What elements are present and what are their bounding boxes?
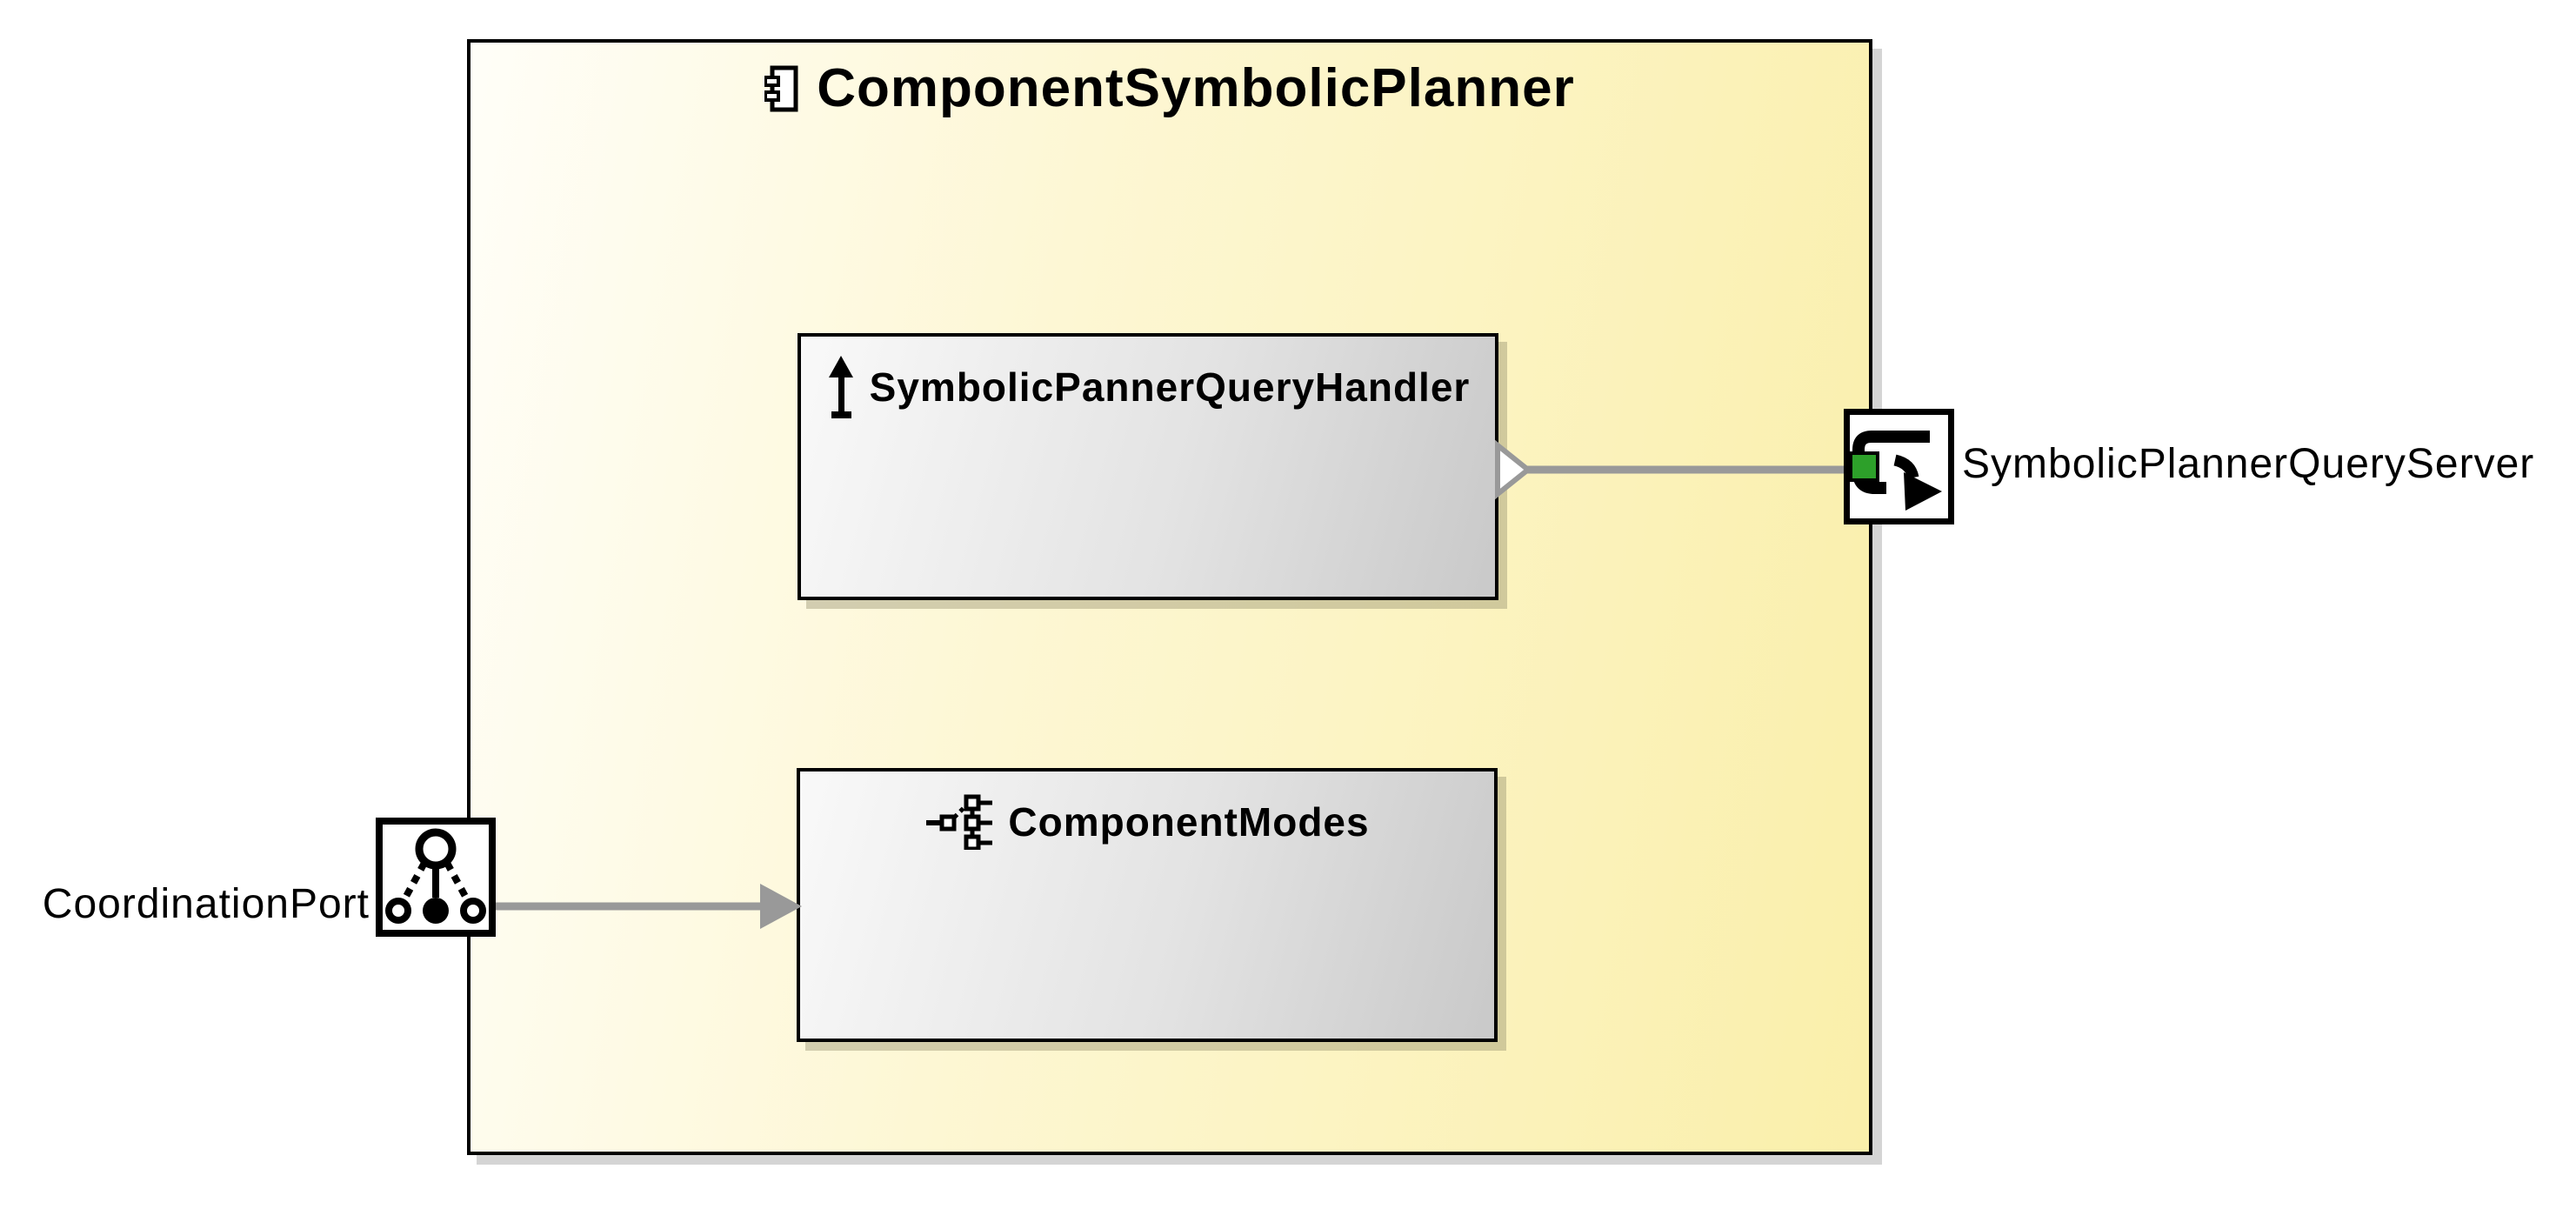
component-title: ComponentSymbolicPlanner — [817, 58, 1575, 118]
connector-provided-service[interactable] — [1495, 439, 1845, 500]
inner-component-query-handler[interactable]: SymbolicPannerQueryHandler — [797, 333, 1498, 600]
green-provided-marker — [1850, 451, 1879, 482]
solid-triangle-arrowhead — [760, 884, 802, 929]
hollow-triangle-arrowhead — [1495, 439, 1532, 500]
component-title-row: ComponentSymbolicPlanner — [467, 57, 1872, 119]
modes-header: ComponentModes — [800, 794, 1494, 850]
inner-component-label: ComponentModes — [1008, 799, 1370, 845]
connector-coordination[interactable] — [496, 884, 802, 929]
modes-tree-icon — [926, 794, 993, 850]
up-arrow-icon — [828, 356, 853, 418]
inner-component-modes[interactable]: ComponentModes — [797, 768, 1498, 1042]
port-label-query-server: SymbolicPlannerQueryServer — [1962, 441, 2535, 487]
uml-component-icon — [764, 65, 798, 111]
coordination-port-icon — [385, 828, 486, 924]
port-label-coordination: CoordinationPort — [42, 881, 370, 927]
inner-component-label: SymbolicPannerQueryHandler — [869, 364, 1471, 410]
port-coordination[interactable] — [376, 818, 496, 937]
server-port-icon — [1850, 431, 1942, 511]
port-query-server[interactable] — [1844, 409, 1954, 524]
query-handler-header: SymbolicPannerQueryHandler — [801, 354, 1495, 420]
